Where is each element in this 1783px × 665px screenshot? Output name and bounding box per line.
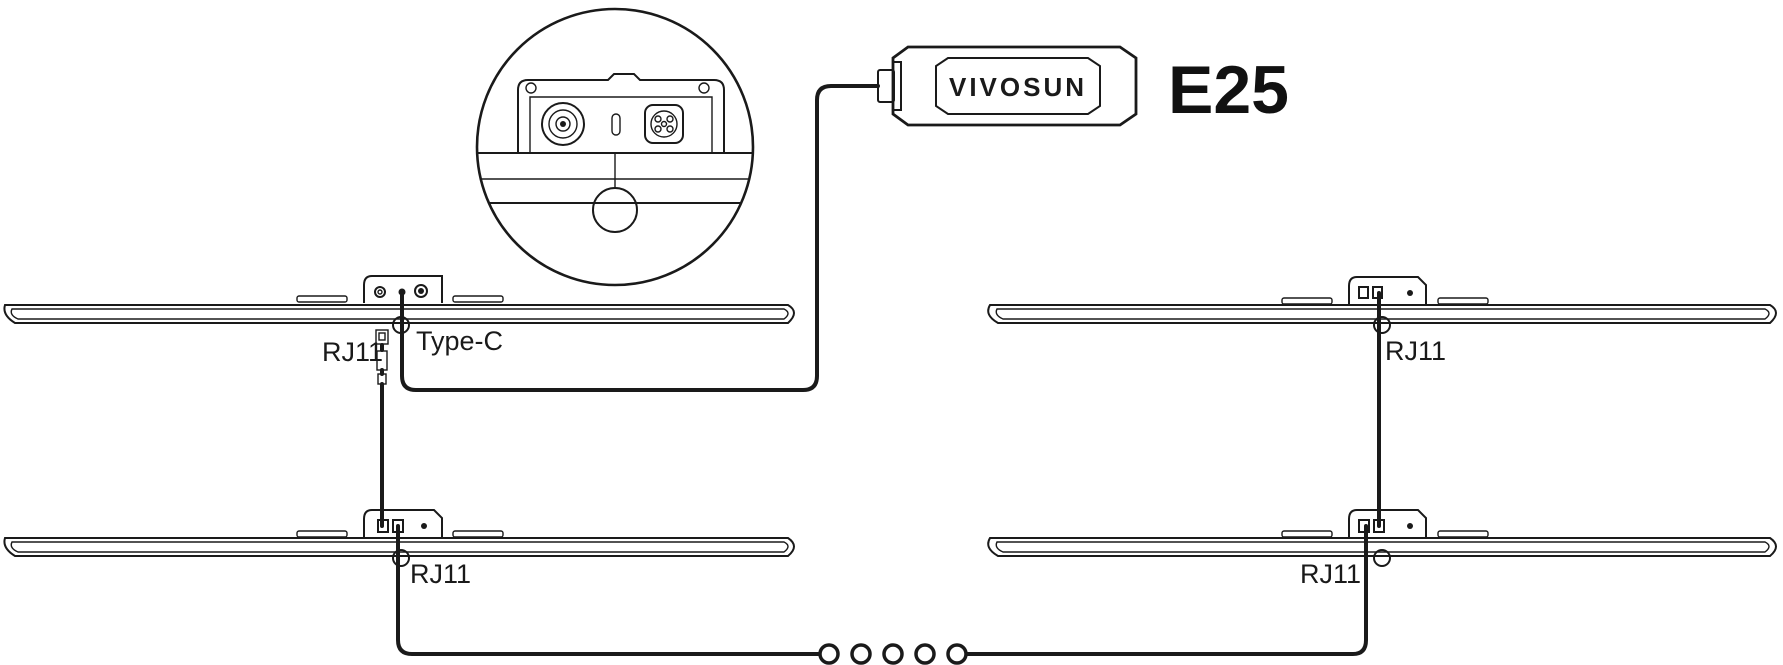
chain-links [818,643,968,665]
hole-marker [592,187,638,233]
label-rj11-bottom-right: RJ11 [1300,559,1361,589]
label-rj11-top-right: RJ11 [1385,336,1446,366]
fixture-top-left [3,275,795,334]
fixture-bottom-right [987,509,1777,567]
label-rj11-bottom-left: RJ11 [410,559,471,589]
label-type-c: Type-C [416,326,503,356]
multi-pin-port-icon [644,104,684,144]
chain-link [818,643,840,665]
port-marker [1373,549,1391,567]
usb-neck [892,61,902,111]
port-marker [1373,316,1391,334]
chain-link [882,643,904,665]
port-detail-inset [475,7,755,287]
rj11-chain-cable [396,524,1368,656]
type-c-port-icon [611,113,621,136]
fixture-top-right [987,276,1777,334]
chain-link [946,643,968,665]
brand-logo: VIVOSUN [949,72,1087,102]
port-marker [392,549,410,567]
chain-link [850,643,872,665]
e25-device: VIVOSUN [877,45,1138,127]
model-name: E25 [1168,52,1289,128]
fixture-bottom-left [3,509,795,567]
label-rj11-top-left: RJ11 [322,337,383,367]
chain-link [914,643,936,665]
round-port-icon [541,102,585,146]
type-c-cable [400,84,880,392]
